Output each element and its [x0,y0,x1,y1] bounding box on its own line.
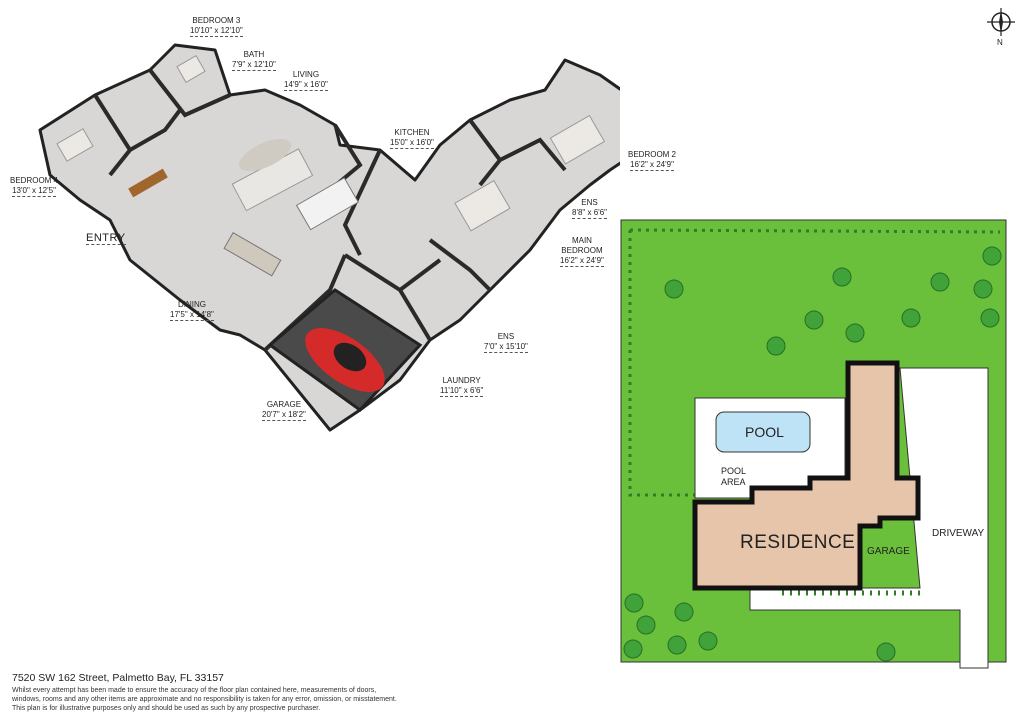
site-label-driveway: DRIVEWAY [932,528,985,539]
residence-footprint [692,360,921,591]
bed-main [454,179,511,232]
floor-plan-3d [38,43,620,432]
label-entry: ENTRY [86,232,126,245]
rug [239,138,291,172]
site-plan [620,219,1007,669]
car-illustration [305,328,385,392]
bed-4 [56,128,94,162]
site-label-residence: RESIDENCE [740,532,856,553]
pool [715,411,811,453]
site-label-pool: POOL [745,424,784,440]
kitchen-island [295,177,359,231]
hedge-border [628,230,695,497]
driveway [749,367,989,669]
floor-slab [38,43,620,432]
disclaimer: Whilst every attempt has been made to en… [12,687,397,712]
console-table [128,168,168,198]
footer: 7520 SW 162 Street, Palmetto Bay, FL 331… [12,672,712,713]
address: 7520 SW 162 Street, Palmetto Bay, FL 331… [12,672,224,684]
bed-2 [549,114,606,165]
trees [623,246,1002,662]
compass-icon [987,8,1015,36]
bed-3 [176,55,206,83]
compass-label: N [997,38,1003,47]
site-label-garage: GARAGE [867,546,910,557]
dining-table [223,232,282,277]
